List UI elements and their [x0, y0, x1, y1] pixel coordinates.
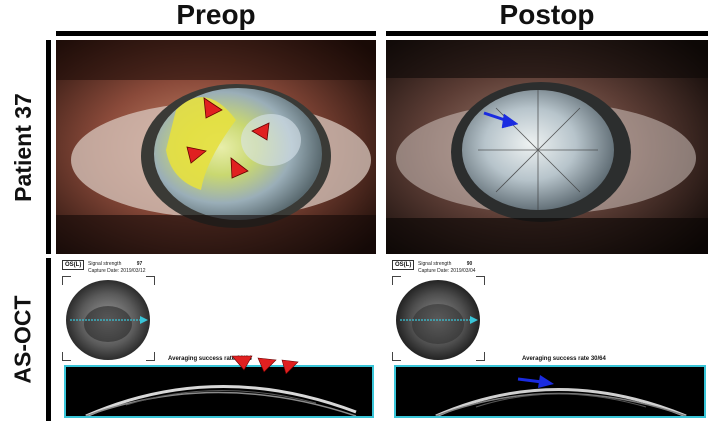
preop-arrowhead-1	[203, 97, 223, 119]
preop-arrowhead-3	[186, 146, 207, 164]
postop-oct-signal-value: 90	[466, 261, 473, 267]
postop-oct-eye-label: OS(L)	[392, 260, 415, 270]
row-divider-patient	[46, 40, 51, 254]
preop-oct-signal: Signal strength 97	[88, 261, 142, 267]
preop-fundus-bracket-bl	[62, 352, 71, 361]
row-label-asoct-text: AS-OCT	[9, 295, 36, 384]
postop-fundus-bracket-br	[476, 352, 485, 361]
preop-oct-arrowhead-3	[281, 359, 299, 374]
postop-oct-blue-arrow	[517, 375, 554, 388]
postop-oct-signal: Signal strength 90	[418, 261, 472, 267]
postop-oct-scan	[394, 365, 706, 418]
postop-oct-signal-label: Signal strength	[418, 261, 452, 267]
preop-eye-photo	[56, 40, 376, 254]
preop-arrowhead-2	[251, 122, 270, 141]
column-title-preop: Preop	[176, 0, 256, 30]
row-label-asoct: AS-OCT	[0, 258, 46, 421]
row-divider-asoct	[46, 258, 51, 421]
postop-fundus-bracket-tl	[392, 276, 401, 285]
postop-oct-date: Capture Date: 2019/03/04	[418, 268, 476, 274]
preop-oct-averaging: Averaging success rate 30/64	[168, 356, 252, 362]
postop-blue-arrow	[483, 111, 519, 129]
preop-oct-arrowhead-2	[257, 357, 277, 373]
preop-oct-panel: OS(L) Signal strength 97 Capture Date: 2…	[56, 258, 376, 421]
preop-fundus-bracket-tr	[146, 276, 155, 285]
postop-eye-photo	[386, 40, 708, 254]
preop-oct-signal-value: 97	[136, 261, 143, 267]
column-title-postop: Postop	[499, 0, 595, 30]
column-divider-postop	[386, 31, 708, 36]
preop-eye-graphic	[56, 40, 376, 254]
row-label-patient-text: Patient 37	[9, 92, 36, 202]
postop-eye-graphic	[386, 40, 708, 254]
preop-fundus-bracket-br	[146, 352, 155, 361]
postop-fundus-bracket-bl	[392, 352, 401, 361]
postop-fundus-bracket-tr	[476, 276, 485, 285]
row-label-patient: Patient 37	[0, 40, 46, 254]
preop-oct-signal-label: Signal strength	[88, 261, 122, 267]
preop-oct-eye-label: OS(L)	[62, 260, 85, 270]
column-divider-preop	[56, 31, 376, 36]
preop-fundus-image	[66, 280, 150, 360]
postop-fundus-image	[396, 280, 480, 360]
preop-oct-arrowhead-1	[231, 355, 253, 371]
postop-oct-panel: OS(L) Signal strength 90 Capture Date: 2…	[386, 258, 708, 421]
preop-fundus-bracket-tl	[62, 276, 71, 285]
preop-arrowhead-4	[230, 157, 249, 179]
preop-oct-arrowheads	[231, 355, 299, 374]
postop-oct-averaging: Averaging success rate 30/64	[522, 356, 606, 362]
preop-oct-scan	[64, 365, 374, 418]
preop-oct-date: Capture Date: 2019/03/12	[88, 268, 146, 274]
